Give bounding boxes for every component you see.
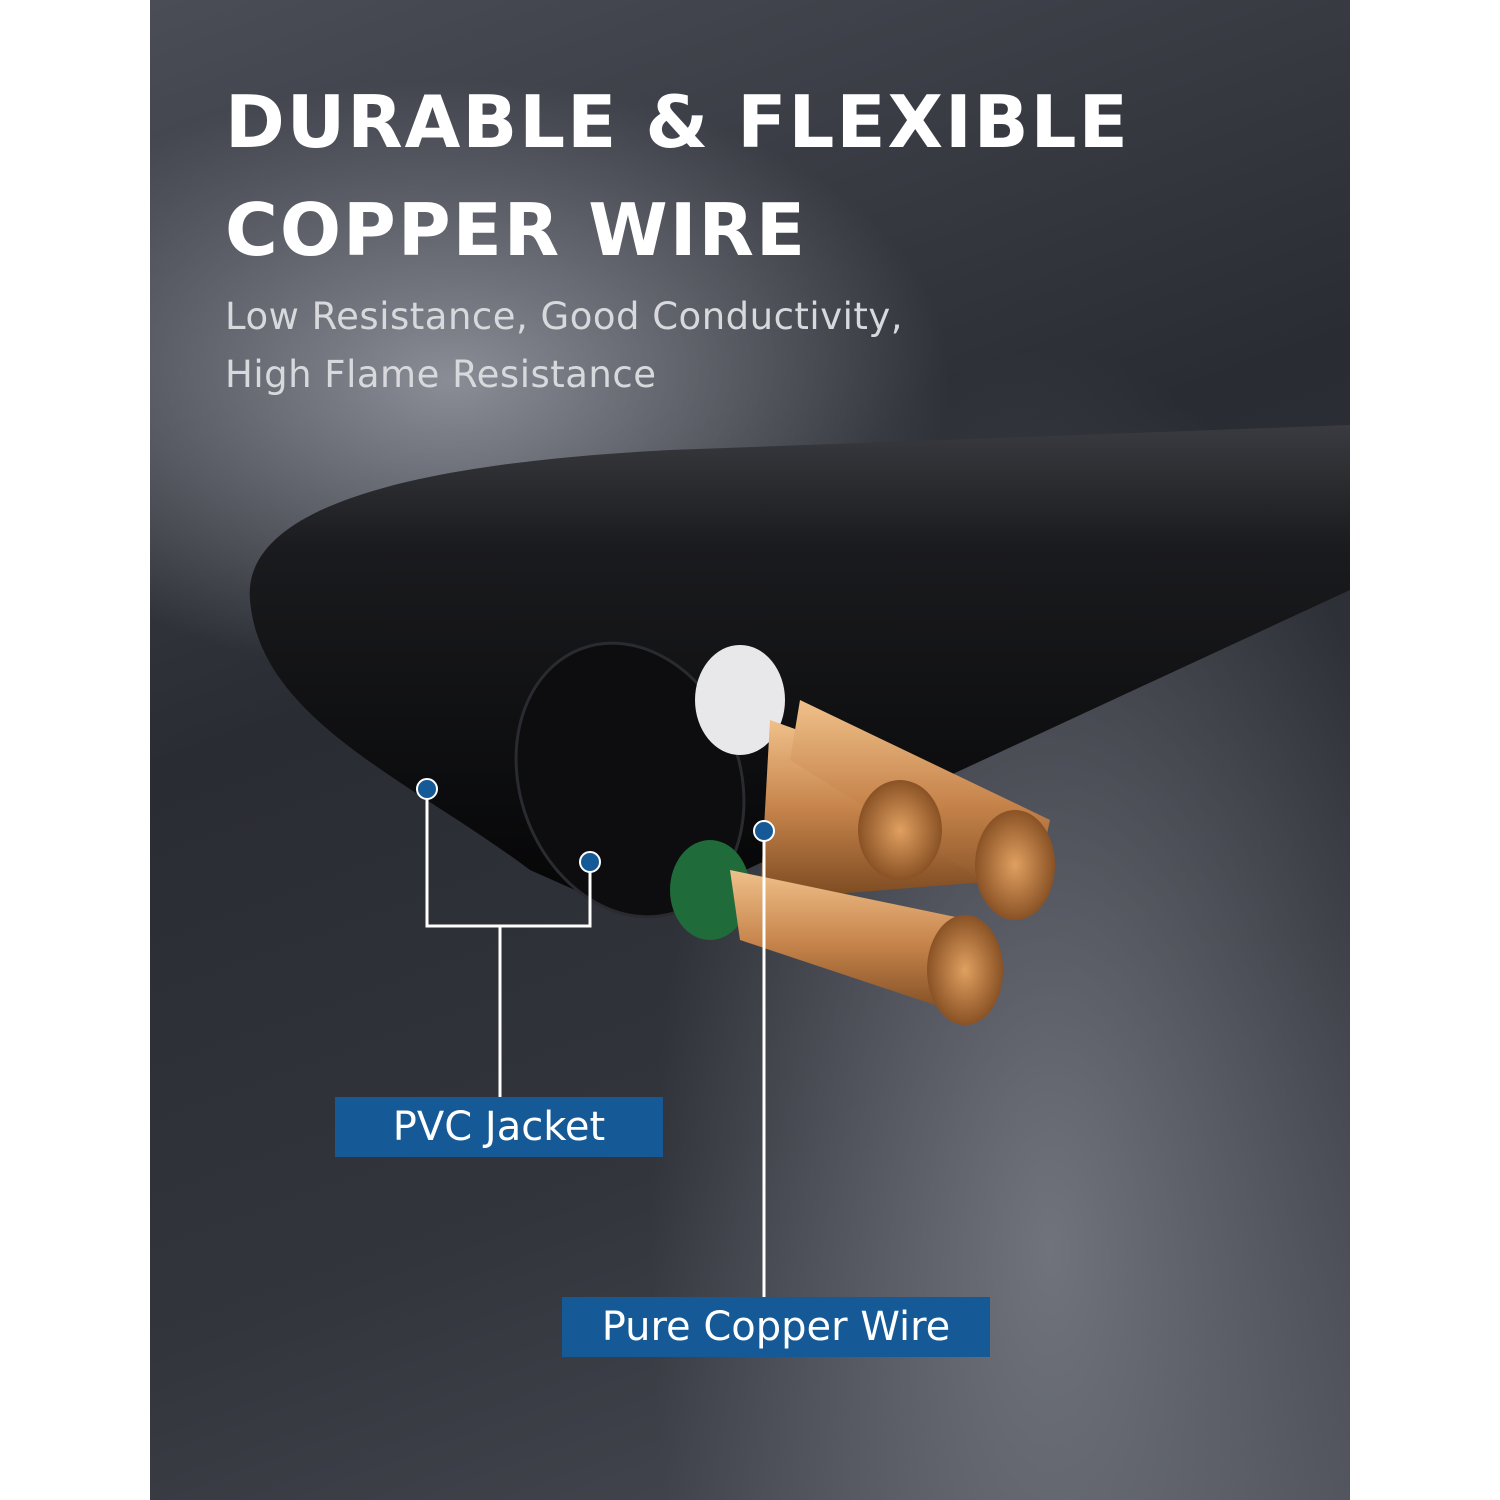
headline: DURABLE & FLEXIBLE COPPER WIRE: [225, 68, 1130, 284]
jacket-marker-dot: [579, 851, 601, 873]
jacket-marker-dot: [416, 778, 438, 800]
copper-strand-3: [730, 870, 980, 1020]
subtitle: Low Resistance, Good Conductivity, High …: [225, 288, 903, 404]
subtitle-line-2: High Flame Resistance: [225, 353, 657, 396]
cable-illustration: [249, 425, 1350, 1297]
white-insulation: [695, 645, 785, 755]
copper-marker-dot: [753, 820, 775, 842]
subtitle-line-1: Low Resistance, Good Conductivity,: [225, 295, 904, 338]
pvc-jacket-label: PVC Jacket: [335, 1097, 663, 1157]
headline-line-2: COPPER WIRE: [225, 188, 808, 272]
product-image-panel: DURABLE & FLEXIBLE COPPER WIRE Low Resis…: [150, 0, 1350, 1500]
headline-line-1: DURABLE & FLEXIBLE: [225, 80, 1130, 164]
pure-copper-wire-label: Pure Copper Wire: [562, 1297, 990, 1357]
leader-lines: [425, 789, 766, 1297]
green-insulation: [670, 840, 750, 940]
